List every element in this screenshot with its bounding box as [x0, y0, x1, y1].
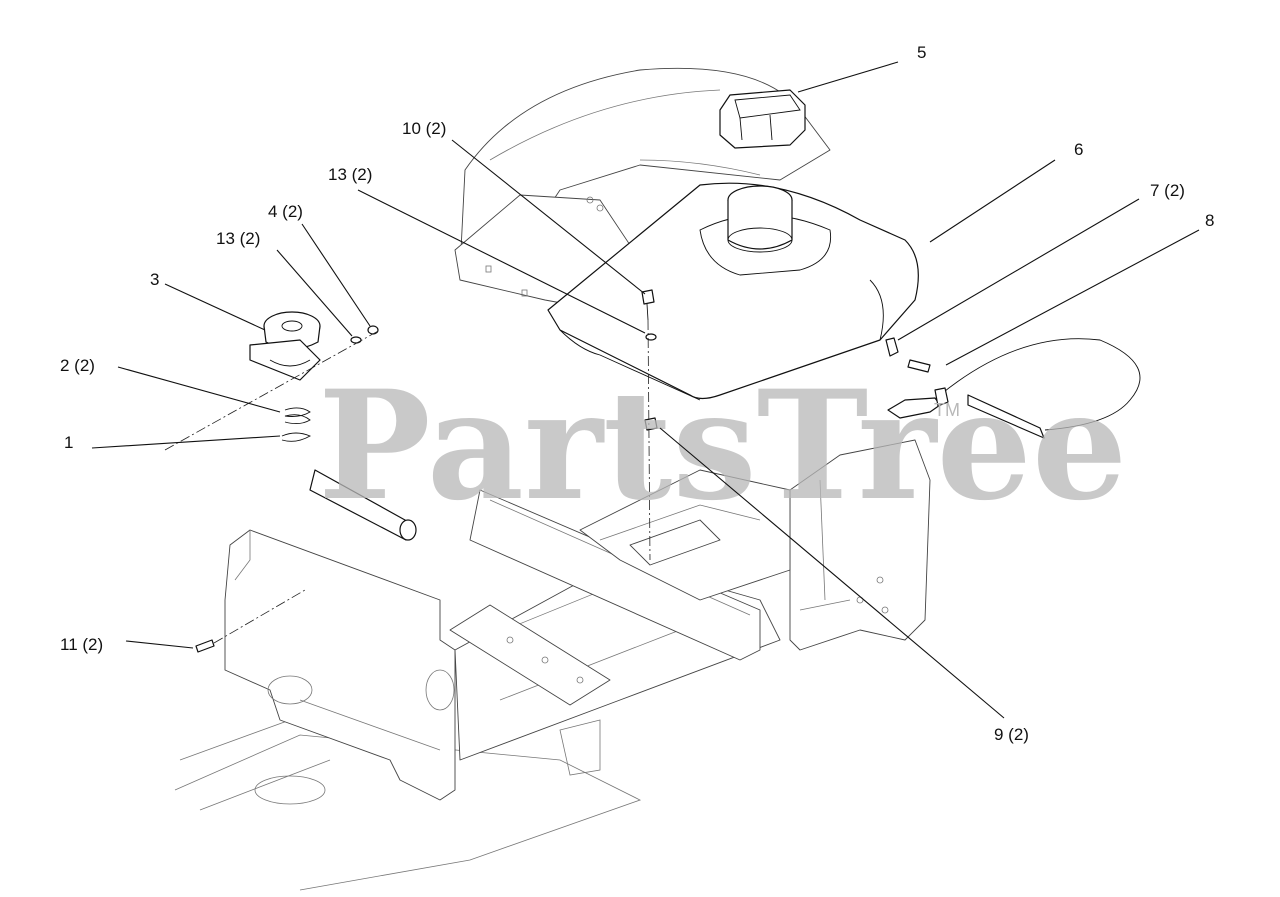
leader-9 [659, 427, 1005, 719]
leader-8 [945, 229, 1200, 366]
leader-10 [451, 139, 646, 295]
watermark-text: PartsTree [318, 358, 1127, 534]
watermark: PartsTree TM [318, 358, 1127, 534]
leader-2 [117, 366, 281, 413]
chassis-frame [174, 439, 931, 891]
callout-6: 6 [1074, 140, 1083, 159]
leader-1 [91, 435, 281, 449]
callout-13a: 13 (2) [216, 229, 260, 248]
leader-4 [301, 223, 371, 327]
callout-1: 1 [64, 433, 73, 452]
leader-lines [91, 61, 1200, 719]
callout-4: 4 (2) [268, 202, 303, 221]
callout-9: 9 (2) [994, 725, 1029, 744]
leader-5 [797, 61, 899, 93]
leader-6 [929, 159, 1056, 243]
callout-labels: 1 2 (2) 3 13 (2) 4 (2) 13 (2) 10 (2) 5 6… [60, 43, 1214, 744]
fuel-line [885, 337, 1141, 439]
switch-assembly [164, 311, 381, 451]
callout-2: 2 (2) [60, 356, 95, 375]
callout-11: 11 (2) [60, 635, 103, 654]
callout-5: 5 [917, 43, 926, 62]
callout-8: 8 [1205, 211, 1214, 230]
callout-10: 10 (2) [402, 119, 446, 138]
leader-11 [125, 640, 194, 649]
leader-7 [897, 198, 1140, 341]
callout-7: 7 (2) [1150, 181, 1185, 200]
callout-13b: 13 (2) [328, 165, 372, 184]
callout-3: 3 [150, 270, 159, 289]
leader-13b [357, 189, 646, 334]
fuel-tank [547, 182, 919, 401]
fuel-cap [719, 89, 806, 149]
leader-13a [276, 249, 353, 337]
leader-3 [164, 283, 266, 331]
watermark-trademark: TM [934, 400, 960, 420]
